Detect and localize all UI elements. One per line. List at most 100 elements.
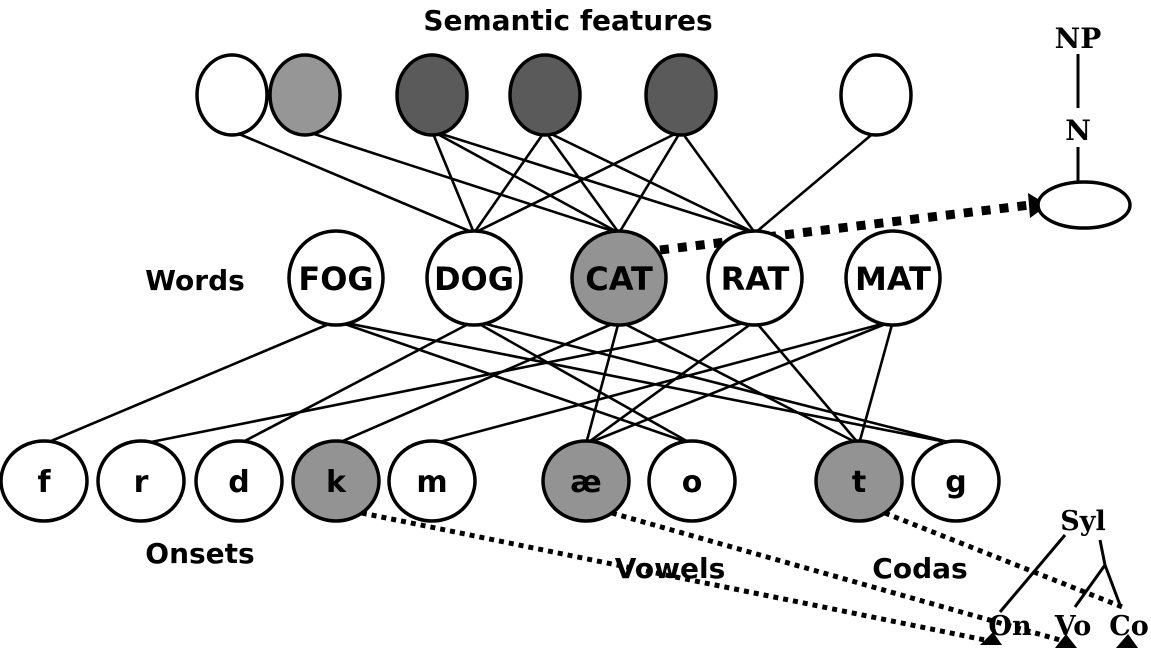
phoneme-node-m: m — [387, 439, 477, 523]
binding-arrow-k-on — [361, 510, 986, 643]
edges-layer — [43, 129, 957, 446]
syllable-tree: Syl On Vo Co — [980, 506, 1149, 648]
phonological-link-FOG-f — [43, 319, 337, 446]
binding-arrow-t-co — [883, 510, 1126, 611]
phoneme-node-circle — [96, 439, 186, 523]
phonological-link-RAT-r — [140, 319, 756, 446]
semantic-features-layer — [195, 53, 913, 137]
word-node-circle — [706, 229, 804, 327]
semantic-feature-node — [644, 53, 718, 137]
syl-onset-edge — [998, 534, 1067, 613]
word-node-label: FOG — [298, 260, 373, 298]
semantic-link-s6-RAT — [754, 130, 877, 234]
word-node-circle — [425, 229, 523, 327]
phoneme-node-label: r — [134, 465, 149, 500]
phonological-link-DOG-d — [238, 319, 475, 446]
word-node-cat: CAT — [570, 229, 668, 327]
semantic-link-s5-CAT — [617, 130, 683, 234]
phoneme-node-k: k — [291, 439, 381, 523]
word-node-circle — [570, 229, 668, 327]
phonological-link-RAT-t — [754, 320, 860, 445]
phoneme-node-g: g — [911, 439, 1001, 523]
codas-label: Codas — [872, 552, 967, 585]
syntax-tree: NP N — [1036, 22, 1132, 230]
word-node-circle — [287, 229, 385, 327]
words-label: Words — [145, 264, 245, 297]
semantic-feature-node — [395, 53, 469, 137]
vowel-slot-label: Vo — [1054, 611, 1091, 642]
word-node-circle — [844, 229, 942, 327]
semantic-feature-node — [268, 53, 342, 137]
semantic-feature-node — [195, 53, 269, 137]
phoneme-node-circle — [194, 439, 284, 523]
phoneme-node-d: d — [194, 439, 284, 523]
semantic-link-s5-RAT — [679, 130, 757, 234]
phoneme-node-circle — [647, 439, 737, 523]
onset-arrowhead-icon — [980, 632, 1002, 645]
phoneme-node-circle — [387, 439, 477, 523]
phonological-link-MAT-ae — [585, 319, 894, 446]
word-node-dog: DOG — [425, 229, 523, 327]
phoneme-node-circle — [291, 439, 381, 523]
phoneme-node-label: o — [682, 465, 703, 500]
word-node-fog: FOG — [287, 229, 385, 327]
phoneme-node-circle — [541, 439, 631, 523]
syl-rhyme-edge — [1098, 539, 1107, 566]
semantic-link-s3-RAT — [431, 129, 756, 235]
phoneme-node-circle — [814, 439, 904, 523]
semantic-link-s3-CAT — [431, 129, 620, 235]
phoneme-node-label: æ — [570, 465, 601, 500]
phonological-link-DOG-g — [473, 319, 957, 446]
onsets-label: Onsets — [145, 537, 254, 570]
phoneme-node-label: m — [416, 465, 447, 500]
semantic-link-s2-CAT — [304, 129, 620, 235]
phoneme-node-t: t — [814, 439, 904, 523]
phoneme-node-label: t — [852, 465, 866, 500]
phoneme-node-circle — [0, 439, 89, 523]
phonological-link-CAT-ae — [584, 320, 621, 445]
phonological-link-FOG-o — [335, 319, 693, 446]
rhyme-vowel-edge — [1073, 564, 1107, 608]
phoneme-node-circle — [911, 439, 1001, 523]
phonological-link-FOG-g — [335, 319, 957, 446]
phoneme-node-label: g — [945, 465, 966, 500]
semantic-link-s4-CAT — [543, 130, 621, 234]
semantic-feature-node — [839, 53, 913, 137]
n-node-label: N — [1065, 114, 1091, 147]
phoneme-node-o: o — [647, 439, 737, 523]
binding-arrow-CAT-n-slot — [659, 200, 1031, 255]
word-node-mat: MAT — [844, 229, 942, 327]
words-layer: FOG DOG CAT RAT MAT — [287, 229, 942, 327]
phoneme-node-f: f — [0, 439, 89, 523]
coda-arrowhead-icon — [1116, 634, 1138, 648]
phonological-link-MAT-t — [857, 320, 895, 445]
semantic-link-s4-DOG — [472, 130, 547, 234]
semantic-link-s3-DOG — [430, 130, 476, 234]
phoneme-node-r: r — [96, 439, 186, 523]
phonological-link-DOG-o — [473, 319, 693, 446]
vowels-label: Vowels — [615, 552, 726, 585]
word-node-rat: RAT — [706, 229, 804, 327]
word-node-label: RAT — [721, 260, 790, 298]
semantic-link-s1-DOG — [231, 129, 475, 235]
phoneme-node-label: f — [37, 465, 51, 500]
phoneme-node-label: d — [228, 465, 249, 500]
semantic-features-label: Semantic features — [423, 4, 712, 37]
phonological-link-MAT-m — [431, 319, 894, 446]
n-slot-node — [1036, 180, 1132, 230]
word-node-label: MAT — [855, 260, 931, 298]
word-node-label: CAT — [585, 260, 653, 298]
semantic-feature-node — [508, 53, 582, 137]
rhyme-coda-edge — [1103, 564, 1122, 606]
phonological-link-RAT-ae — [585, 319, 756, 446]
syl-node-label: Syl — [1060, 506, 1105, 537]
semantic-link-s5-DOG — [473, 129, 682, 235]
word-node-label: DOG — [434, 260, 514, 298]
phoneme-node-label: k — [326, 465, 347, 500]
binding-arrow-ae-vo — [611, 510, 1061, 643]
phoneme-node-ae: æ — [541, 439, 631, 523]
phonological-link-CAT-k — [335, 319, 620, 446]
np-node-label: NP — [1055, 22, 1102, 55]
